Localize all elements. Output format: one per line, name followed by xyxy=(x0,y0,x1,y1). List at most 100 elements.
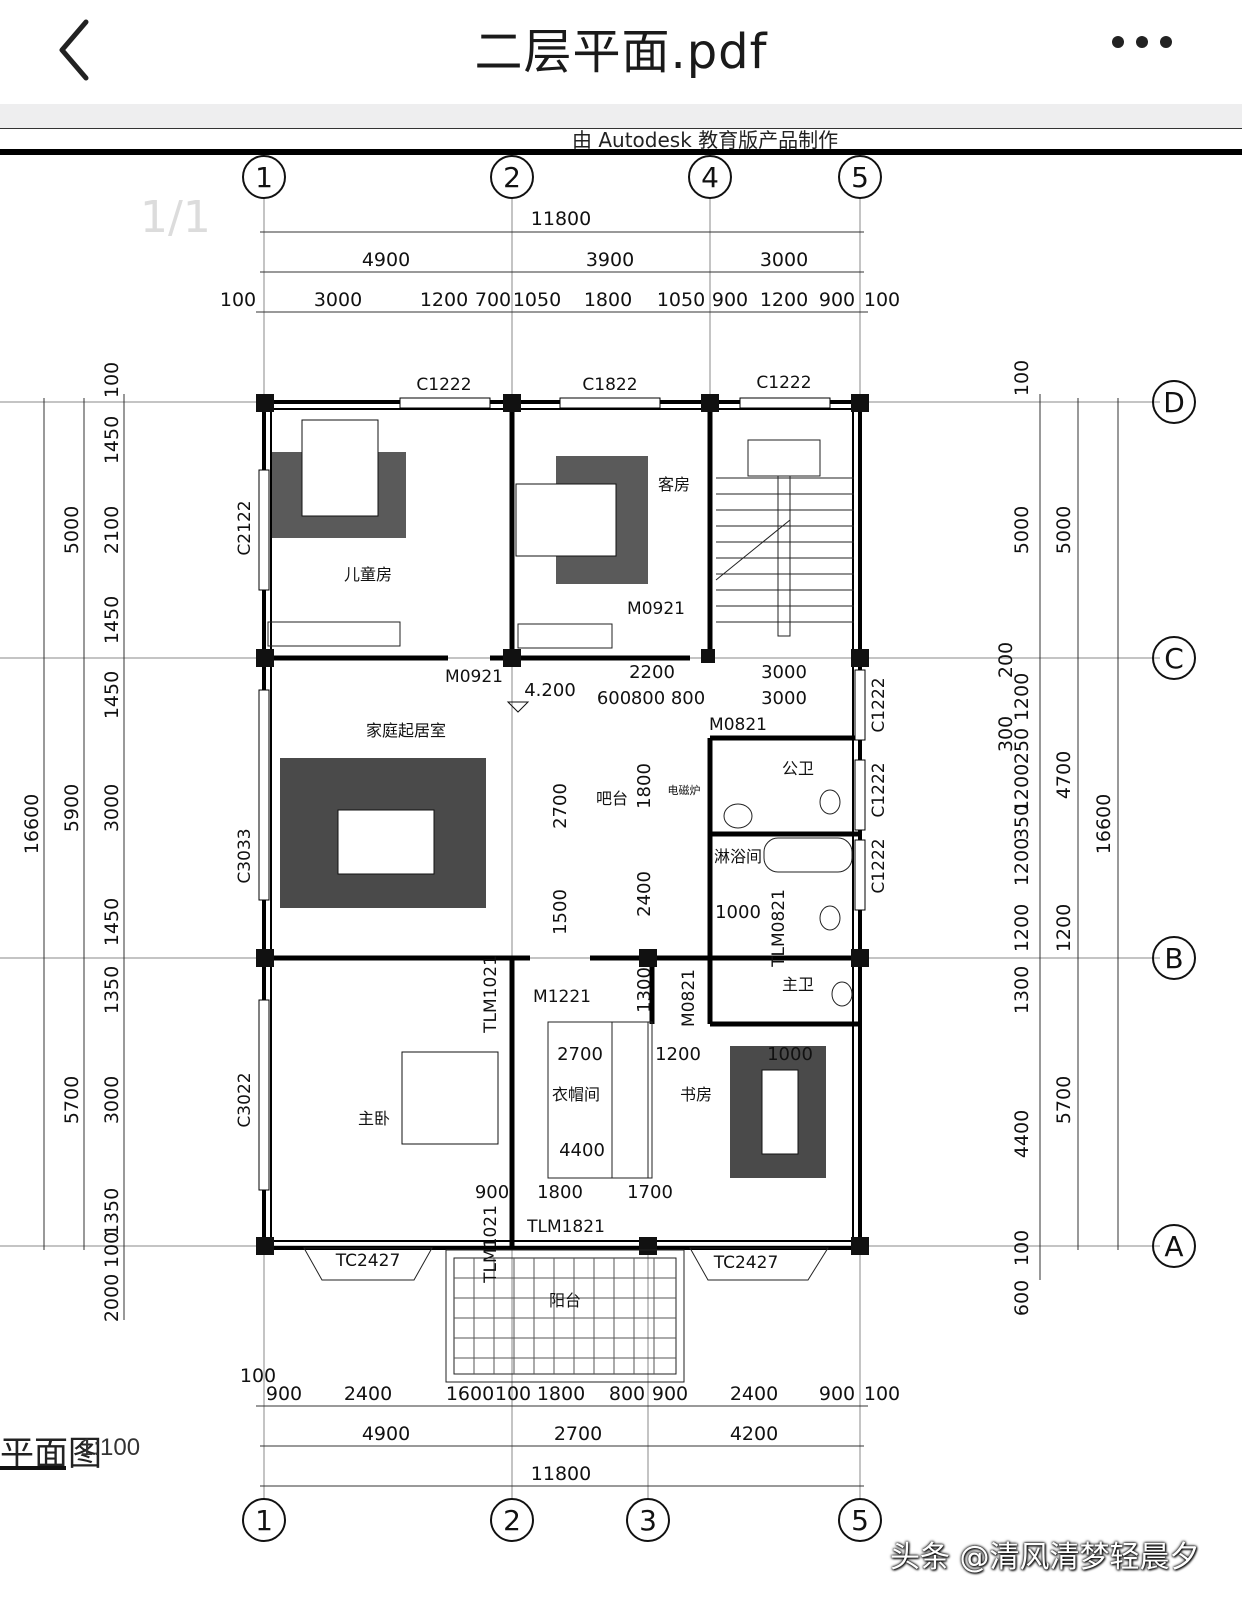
dim-bottom-middle-3: 4200 xyxy=(730,1423,778,1445)
opening-label-m0921-b: M0921 xyxy=(445,667,503,687)
opening-label-c2122: C2122 xyxy=(235,500,255,555)
opening-label-tlm1021-a: TLM1021 xyxy=(481,955,501,1034)
opening-label-m1221: M1221 xyxy=(533,987,591,1007)
dim-left-overall: 16600 xyxy=(21,794,43,854)
interior-dim-18: 1800 xyxy=(537,1182,583,1203)
toolbar-divider xyxy=(0,104,1242,128)
opening-label-c1222-a: C1222 xyxy=(416,375,471,395)
dim-right-detail-4: 1200 xyxy=(1011,673,1033,721)
dim-bottom-middle-2: 2700 xyxy=(554,1423,602,1445)
room-label-study: 书房 xyxy=(680,1085,712,1104)
top-nav-bar: 二层平面.pdf xyxy=(0,0,1242,104)
axis-label-bottom-3: 3 xyxy=(639,1504,657,1537)
interior-dim-8: 1800 xyxy=(634,763,655,809)
dim-right-middle-3: 1200 xyxy=(1053,904,1075,952)
dim-bottom-detail-6: 1800 xyxy=(537,1383,585,1405)
dim-left-middle-1: 5000 xyxy=(61,506,83,554)
interior-dim-2: 3000 xyxy=(761,662,807,683)
opening-label-m0921-a: M0921 xyxy=(627,599,685,619)
dim-top-detail-1: 100 xyxy=(220,289,256,311)
floor-plan-drawing: 1 2 4 5 1 2 3 5 D C B A xyxy=(0,128,1242,1542)
dim-left-detail-10: 1350 xyxy=(101,1188,123,1236)
axis-label-bottom-2: 2 xyxy=(503,1504,521,1537)
back-button[interactable] xyxy=(46,10,110,90)
dim-left-detail-4: 1450 xyxy=(101,596,123,644)
opening-label-c3033: C3033 xyxy=(235,828,255,883)
axis-label-bottom-5: 5 xyxy=(851,1504,869,1537)
dim-bottom-detail-2: 900 xyxy=(266,1383,302,1405)
dim-right-detail-12: 4400 xyxy=(1011,1110,1033,1158)
axis-label-bottom-1: 1 xyxy=(255,1504,273,1537)
room-label-bar: 吧台 xyxy=(596,789,628,808)
interior-dim-19: 1700 xyxy=(627,1182,673,1203)
opening-label-c1222-c: C1222 xyxy=(869,677,889,732)
level-triangle-icon xyxy=(506,701,530,713)
dim-left-detail-5: 1450 xyxy=(101,671,123,719)
axis-label-top-2: 2 xyxy=(503,161,521,194)
dim-right-detail-6: 250 xyxy=(1011,728,1033,764)
dim-right-detail-5: 300 xyxy=(995,716,1017,752)
axis-label-top-4: 4 xyxy=(701,161,719,194)
more-dots-icon xyxy=(1112,36,1172,48)
axis-label-top-1: 1 xyxy=(255,161,273,194)
dim-left-detail-9: 3000 xyxy=(101,1076,123,1124)
dim-right-middle-1: 5000 xyxy=(1053,506,1075,554)
room-label-induction: 电磁炉 xyxy=(668,784,701,797)
dim-top-detail-7: 1050 xyxy=(657,289,705,311)
more-options-button[interactable] xyxy=(1104,28,1194,68)
opening-label-m0821-a: M0821 xyxy=(709,715,767,735)
chevron-left-icon xyxy=(59,19,89,81)
dim-left-detail-6: 3000 xyxy=(101,784,123,832)
dim-bottom-middle-1: 4900 xyxy=(362,1423,410,1445)
axis-label-right-a: A xyxy=(1164,1230,1183,1263)
dim-left-detail-2: 1450 xyxy=(101,416,123,464)
dim-left-middle-2: 5900 xyxy=(61,784,83,832)
dim-right-detail-2: 5000 xyxy=(1011,506,1033,554)
dim-right-detail-3: 200 xyxy=(995,642,1017,678)
dim-top-middle-3: 3000 xyxy=(760,249,808,271)
dim-right-detail-14: 600 xyxy=(1011,1280,1033,1316)
dim-left-detail-7: 1450 xyxy=(101,898,123,946)
dim-left-detail-8: 1350 xyxy=(101,966,123,1014)
interior-dim-5: 800 xyxy=(631,688,665,709)
dim-top-overall: 11800 xyxy=(531,208,591,230)
pdf-page[interactable]: 1 2 4 5 1 2 3 5 D C B A xyxy=(0,128,1242,1605)
dim-bottom-detail-11: 100 xyxy=(864,1383,900,1405)
dim-left-middle-3: 5700 xyxy=(61,1076,83,1124)
interior-dim-12: 1300 xyxy=(634,967,655,1013)
opening-label-tlm0821: TLM0821 xyxy=(769,889,789,968)
interior-dim-15: 1000 xyxy=(767,1044,813,1065)
axis-label-right-b: B xyxy=(1164,942,1183,975)
dim-top-detail-6: 1800 xyxy=(584,289,632,311)
room-label-master-bed: 主卧 xyxy=(358,1109,390,1128)
interior-dim-16: 4400 xyxy=(559,1140,605,1161)
watermark: 头条 @清风清梦轻晨夕 xyxy=(890,1540,1200,1575)
axis-label-top-5: 5 xyxy=(851,161,869,194)
dim-top-middle-1: 4900 xyxy=(362,249,410,271)
dim-right-detail-7: 1200 xyxy=(1011,764,1033,812)
dim-right-detail-13: 100 xyxy=(1011,1230,1033,1266)
dim-right-middle-2: 4700 xyxy=(1053,751,1075,799)
interior-dim-17: 900 xyxy=(475,1182,509,1203)
opening-label-c1222-d: C1222 xyxy=(869,762,889,817)
dim-top-detail-3: 1200 xyxy=(420,289,468,311)
dim-bottom-detail-7: 800 xyxy=(609,1383,645,1405)
room-label-master-bath: 主卫 xyxy=(782,975,814,994)
interior-dim-9: 1500 xyxy=(550,889,571,935)
dim-right-detail-11: 1300 xyxy=(1011,966,1033,1014)
dim-top-detail-11: 100 xyxy=(864,289,900,311)
dim-right-detail-8: 350 xyxy=(1011,804,1033,840)
dim-top-detail-2: 3000 xyxy=(314,289,362,311)
dim-top-detail-8: 900 xyxy=(712,289,748,311)
dim-left-detail-1: 100 xyxy=(101,362,123,398)
dim-top-detail-5: 1050 xyxy=(513,289,561,311)
axis-label-right-d: D xyxy=(1163,386,1185,419)
dim-left-detail-12: 2000 xyxy=(101,1274,123,1322)
opening-label-c1222-e: C1222 xyxy=(869,838,889,893)
opening-label-c1222-b: C1222 xyxy=(756,373,811,393)
dim-bottom-detail-10: 900 xyxy=(819,1383,855,1405)
dim-left-detail-3: 2100 xyxy=(101,506,123,554)
opening-label-tc2427-a: TC2427 xyxy=(335,1251,401,1271)
dim-bottom-detail-3: 2400 xyxy=(344,1383,392,1405)
opening-label-tc2427-b: TC2427 xyxy=(713,1253,779,1273)
